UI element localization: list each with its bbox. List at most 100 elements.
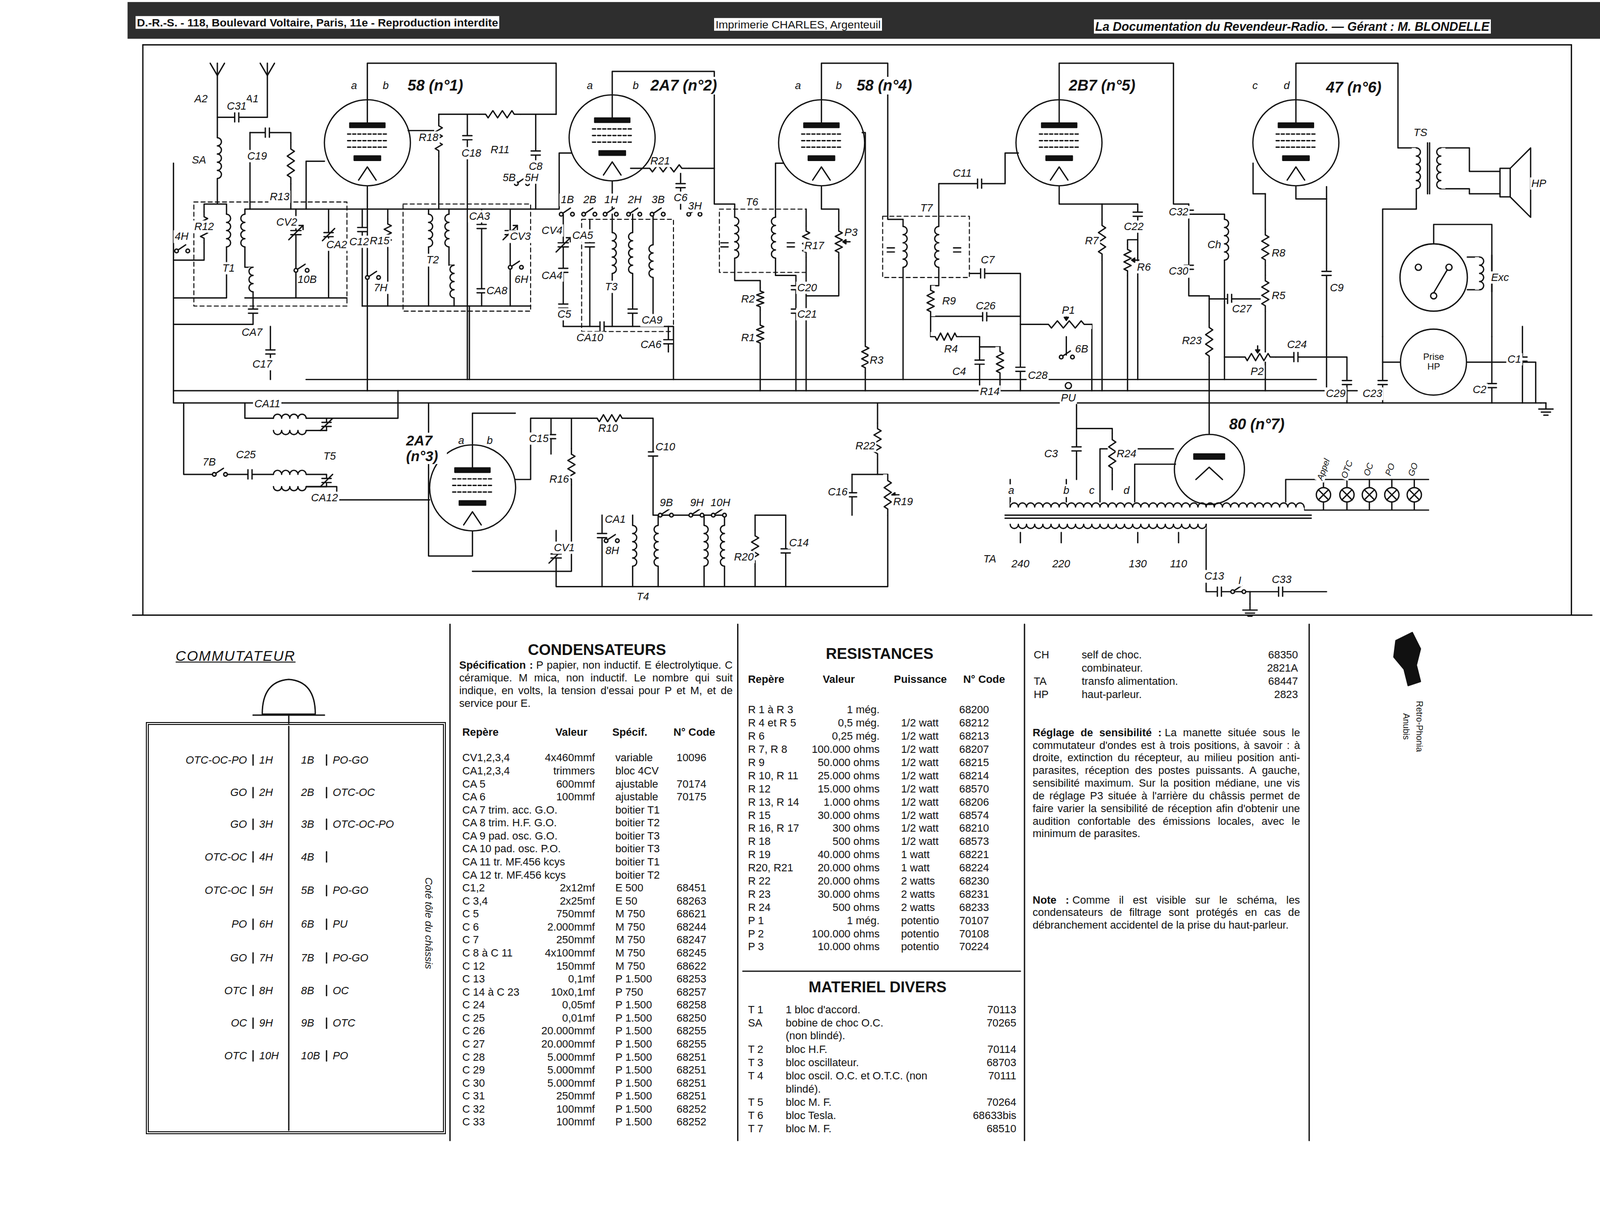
capacitor-symbol: [627, 308, 638, 310]
table-cell: M 750: [615, 946, 646, 959]
capacitor-symbol: [585, 246, 595, 248]
wire: [173, 246, 227, 298]
table-cell: 68447: [1268, 675, 1299, 688]
table-cell: 68703: [986, 1056, 1017, 1069]
capacitor-symbol: [1216, 586, 1219, 597]
lamp-label: OC: [1361, 460, 1376, 479]
table-cell: 30.000 ohms: [817, 887, 880, 901]
table-cell: 10x0,1mf: [550, 985, 595, 998]
table-cell: 300 ohms: [832, 822, 880, 835]
table-cell: CA 12 tr. MF.456 kcys: [462, 868, 566, 882]
table-cell: C 13: [462, 973, 485, 986]
coil-symbol: [1010, 524, 1206, 529]
table-cell: potentio: [901, 927, 940, 940]
component-label: R12: [192, 220, 215, 233]
variable-arrow: [556, 237, 571, 253]
table-cell: boitier T3: [615, 842, 660, 856]
coil-symbol: [444, 214, 449, 248]
symbol-backing: [1475, 256, 1485, 290]
component-label: 2H: [626, 193, 643, 207]
component-label: 10H: [709, 496, 732, 510]
shield-outline: [403, 204, 532, 312]
wire: [367, 63, 557, 115]
table-title: CONDENSATEURS: [527, 641, 666, 659]
table-cell: 250mmf: [556, 1089, 595, 1103]
table-cell: C 8 à C 11: [462, 946, 513, 959]
symbol-backing: [699, 525, 709, 566]
component-label: C5: [556, 307, 573, 321]
band-name: GO: [230, 786, 247, 799]
switch-panel: COMMUTATEUR: [145, 721, 446, 1135]
table-cell: CH: [1033, 648, 1050, 661]
component-label: 1H: [602, 193, 620, 207]
switch-blade: [606, 208, 615, 213]
capacitor-symbol: [1342, 379, 1352, 382]
symbol-backing: [1010, 519, 1206, 530]
capacitor-symbol: [953, 247, 961, 249]
wire: [1322, 501, 1325, 511]
contact-number: 10B: [301, 1049, 321, 1062]
table-cell: CA 7 trim. acc. G.O.: [462, 803, 557, 816]
capacitor-symbol: [787, 242, 795, 244]
wire: [1065, 336, 1067, 356]
coil-symbol: [217, 137, 222, 179]
position-tick: [252, 818, 255, 830]
symbol-backing: [607, 232, 618, 274]
tube-envelope: 58 (n°1): [323, 98, 412, 187]
component-label: CA3: [467, 209, 492, 223]
wire: [448, 208, 450, 214]
tube-grid: [452, 478, 493, 480]
table-cell: 68510: [986, 1122, 1017, 1135]
note-heading: Réglage de sensibilité :: [1032, 726, 1162, 739]
coil-symbol: [934, 226, 939, 268]
capacitor-symbol: [648, 455, 658, 457]
wire: [1101, 259, 1103, 391]
symbol-backing: [1010, 502, 1304, 512]
component-label: a: [585, 79, 594, 92]
variable-arrow: [566, 237, 571, 242]
component-label: 7H: [372, 281, 389, 294]
wire: [877, 402, 879, 424]
table-cell: 68251: [676, 1089, 707, 1103]
symbol-backing: [834, 226, 844, 258]
wire: [173, 242, 205, 260]
table-cell: 68213: [959, 730, 990, 743]
capacitor-symbol: [1281, 586, 1284, 597]
tube-grid: [452, 484, 493, 487]
table-cell: 68350: [1268, 648, 1299, 661]
wire: [1223, 259, 1226, 380]
tube-label: 47 (n°6): [1324, 78, 1383, 97]
wire: [204, 178, 218, 213]
table-cell: 250mmf: [556, 933, 595, 947]
wire: [1188, 214, 1225, 220]
dial-lamp: [1409, 489, 1420, 500]
capacitor-symbol: [781, 552, 791, 554]
band-name: OTC: [332, 1017, 356, 1030]
tube-grid: [452, 491, 493, 493]
capacitor-symbol: [787, 246, 795, 248]
tube-lead: [1058, 99, 1061, 123]
component-label: 240: [1010, 557, 1031, 571]
symbol-backing: [781, 548, 791, 553]
component-label: a: [349, 79, 359, 92]
band-name: OC: [332, 984, 349, 997]
capacitor-symbol: [599, 322, 602, 332]
wire: [969, 273, 1021, 392]
table-cell: C 27: [462, 1037, 485, 1050]
component-label: d: [1122, 484, 1131, 497]
position-tick: [252, 787, 255, 798]
table-cell: bloc M. F.: [785, 1122, 832, 1136]
component-label: b: [485, 434, 494, 447]
wire: [631, 273, 634, 327]
symbol-backing: [1204, 321, 1214, 362]
component-label: 10B: [296, 273, 319, 286]
ground-symbol: [1249, 603, 1252, 611]
table-cell: C 32: [462, 1102, 485, 1115]
position-tick: [325, 985, 328, 996]
position-tick: [252, 754, 255, 766]
table-cell: C 3,4: [462, 894, 488, 907]
table-cell: 68621: [676, 907, 707, 921]
component-label: 5B: [501, 171, 517, 184]
symbol-backing: [286, 142, 296, 184]
